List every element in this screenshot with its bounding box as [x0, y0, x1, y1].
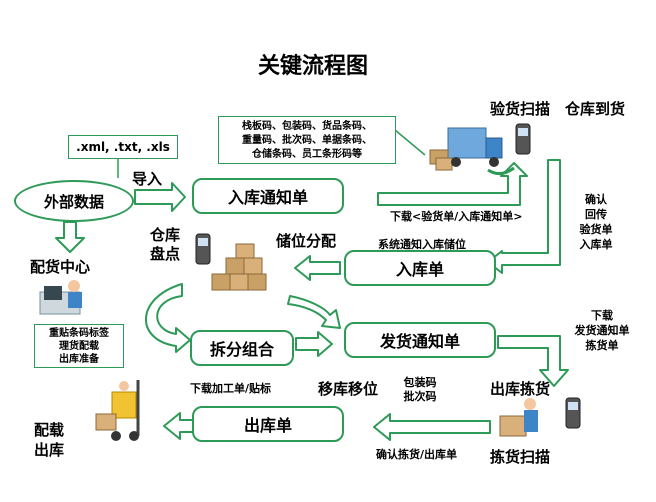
arrow-to-warehouse: [294, 255, 341, 281]
step-inbound: 入库单: [344, 250, 496, 286]
barcode-note-line-1: 栈板码、包装码、货品条码、: [242, 121, 372, 132]
pack-batch-line-1: 包装码: [403, 376, 437, 389]
relabel-line-1: 重贴条码标签: [49, 328, 109, 339]
warehouse-inventory-line-2: 盘点: [150, 245, 181, 263]
forklift-icon: [95, 380, 140, 441]
label-warehouse-arrival: 仓库到货: [565, 100, 626, 118]
note-connector: [394, 129, 426, 156]
arrow-loop-split: [145, 283, 191, 353]
arrow-to-ship-notice: [287, 295, 341, 329]
label-storage-alloc: 储位分配: [276, 232, 337, 250]
handheld-scanner-icon: [195, 233, 211, 265]
confirm-return-line-3: 验货单: [579, 223, 613, 236]
label-download-ship: 下载 发货通知单 拣货单: [552, 308, 652, 353]
download-ship-line-3: 拣货单: [585, 339, 619, 352]
load-out-line-2: 出库: [34, 441, 65, 459]
barcode-note-line-2: 重量码、批次码、单据条码、: [242, 135, 372, 146]
pack-batch-line-2: 批次码: [403, 390, 437, 403]
stacked-boxes-icon: [211, 243, 267, 291]
label-load-out: 配载 出库: [34, 420, 64, 460]
label-pack-batch: 包装码 批次码: [400, 376, 440, 404]
arrow-import: [134, 182, 186, 212]
confirm-return-line-4: 入库单: [579, 238, 613, 251]
step-outbound-notice: 发货通知单: [344, 322, 496, 358]
confirm-return-line-2: 回传: [585, 208, 607, 221]
label-distribution-center: 配货中心: [30, 258, 91, 276]
page-title: 关键流程图: [258, 54, 369, 79]
download-ship-line-1: 下载: [591, 309, 613, 322]
confirm-return-line-1: 确认: [585, 193, 607, 206]
relabel-line-3: 出库准备: [59, 354, 99, 365]
picking-worker-icon: [499, 398, 538, 437]
barcode-note: 栈板码、包装码、货品条码、 重量码、批次码、单据条码、 仓储条码、员工条形码等: [218, 116, 396, 164]
handheld-scanner-icon: [515, 123, 531, 155]
step-outbound: 出库单: [192, 406, 344, 442]
delivery-truck-icon: [429, 127, 515, 175]
warehouse-inventory-line-1: 仓库: [150, 226, 181, 244]
label-download-work: 下载加工单/贴标: [190, 382, 272, 395]
arrow-ship-down: [497, 335, 569, 387]
arrow-to-verify: [377, 162, 528, 206]
arrow-pick-to-out: [373, 413, 491, 441]
computer-worker-icon: [39, 280, 82, 315]
barcode-note-line-3: 仓储条码、员工条形码等: [252, 149, 362, 160]
step-inbound-notice: 入库通知单: [192, 178, 344, 214]
label-download-verify: 下载<验货单/入库通知单>: [390, 210, 523, 223]
step-split-combine: 拆分组合: [190, 330, 294, 366]
arrow-ext-down: [55, 221, 85, 253]
file-formats-box: .xml, .txt, .xls: [68, 135, 178, 159]
import-label: 导入: [132, 170, 163, 188]
label-verify-scan: 验货扫描: [490, 100, 551, 118]
relabel-box: 重贴条码标签 理货配载 出库准备: [34, 324, 124, 368]
label-pick-scan: 拣货扫描: [490, 448, 551, 466]
label-warehouse-inventory: 仓库 盘点: [150, 226, 180, 264]
label-confirm-return: 确认 回传 验货单 入库单: [568, 192, 624, 252]
load-out-line-1: 配载: [34, 421, 65, 439]
relabel-line-2: 理货配载: [59, 341, 99, 352]
download-ship-line-2: 发货通知单: [574, 324, 630, 337]
external-data-node: 外部数据: [14, 180, 134, 222]
label-confirm-pick: 确认拣货/出库单: [376, 448, 458, 461]
label-outbound-pick: 出库拣货: [490, 380, 551, 398]
label-system-notify: 系统通知入库储位: [378, 238, 466, 251]
arrow-split-to-ship: [295, 331, 333, 357]
arrow-out-to-load: [163, 412, 195, 440]
label-move: 移库移位: [318, 380, 379, 398]
handheld-scanner-icon: [565, 397, 581, 429]
